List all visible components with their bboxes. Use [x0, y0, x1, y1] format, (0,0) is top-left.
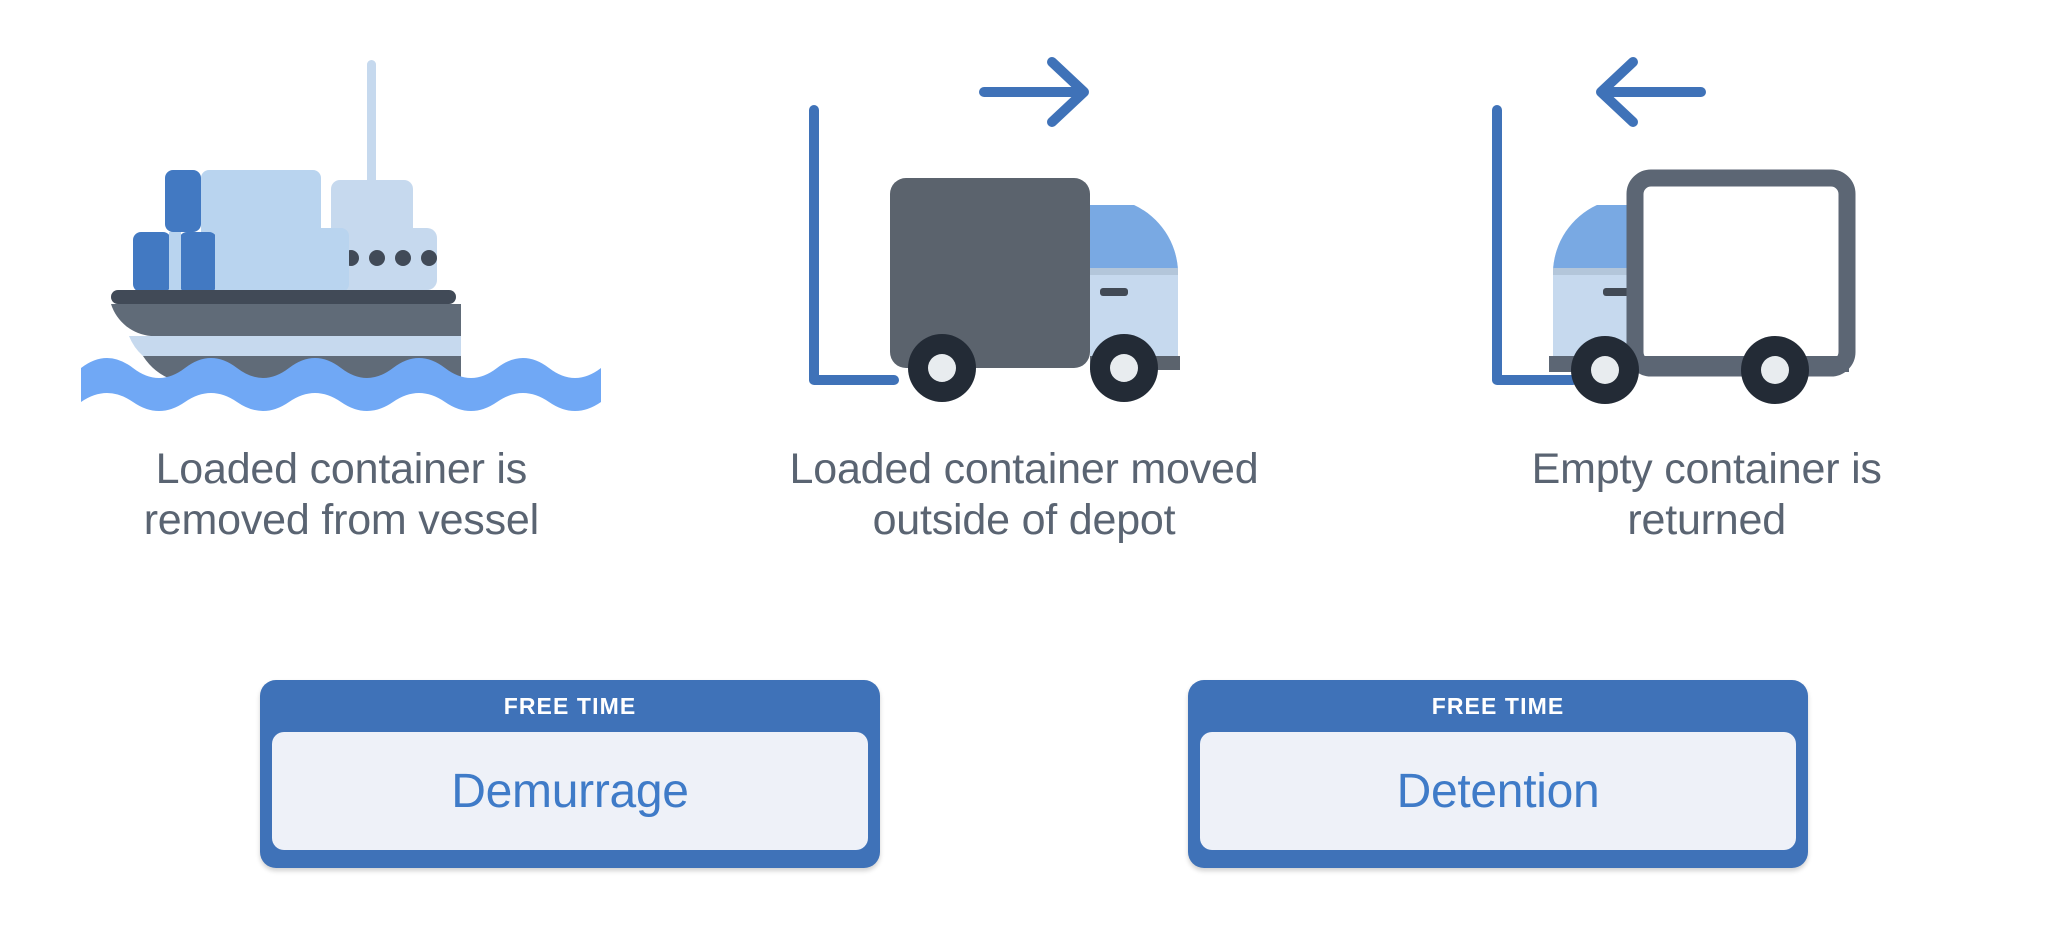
empty-truck-icon [1491, 57, 1856, 404]
detention-label: Detention [1200, 732, 1796, 850]
step-return-caption-line2: returned [1627, 495, 1786, 544]
depot-bracket-icon [809, 105, 899, 385]
free-time-cards-row: FREE TIME Demurrage FREE TIME Detention [0, 672, 2048, 892]
step-depot-out-caption-line1: Loaded container moved [789, 445, 1259, 493]
cargo-ship-icon [81, 60, 602, 430]
step-depot-out-caption-line2: outside of depot [872, 495, 1176, 544]
steps-row: Loaded container is removed from vessel [0, 0, 2048, 545]
step-return-caption: Empty container is returned [1532, 444, 1882, 545]
step-depot-out-art [683, 0, 1366, 430]
detention-free-time-label: FREE TIME [1431, 692, 1565, 719]
step-return: Empty container is returned [1365, 0, 2048, 545]
demurrage-free-time-label: FREE TIME [503, 692, 637, 719]
step-vessel-art [0, 0, 683, 430]
depot-bracket-icon [1491, 105, 1578, 385]
step-vessel-caption-line1: Loaded container is [155, 445, 528, 493]
step-depot-out: Loaded container moved outside of depot [683, 0, 1366, 545]
step-vessel-caption-line2: removed from vessel [143, 495, 539, 544]
loaded-truck-icon [809, 57, 1180, 402]
step-return-art [1365, 0, 2048, 430]
step-vessel-caption: Loaded container is removed from vessel [144, 444, 539, 545]
step-depot-out-caption: Loaded container moved outside of depot [790, 444, 1259, 545]
arrow-left-icon [1595, 57, 1706, 127]
demurrage-card[interactable]: FREE TIME Demurrage [260, 680, 880, 868]
demurrage-label: Demurrage [272, 732, 868, 850]
step-return-caption-line1: Empty container is [1531, 445, 1882, 493]
arrow-right-icon [979, 57, 1089, 127]
detention-card[interactable]: FREE TIME Detention [1188, 680, 1808, 868]
step-vessel: Loaded container is removed from vessel [0, 0, 683, 545]
